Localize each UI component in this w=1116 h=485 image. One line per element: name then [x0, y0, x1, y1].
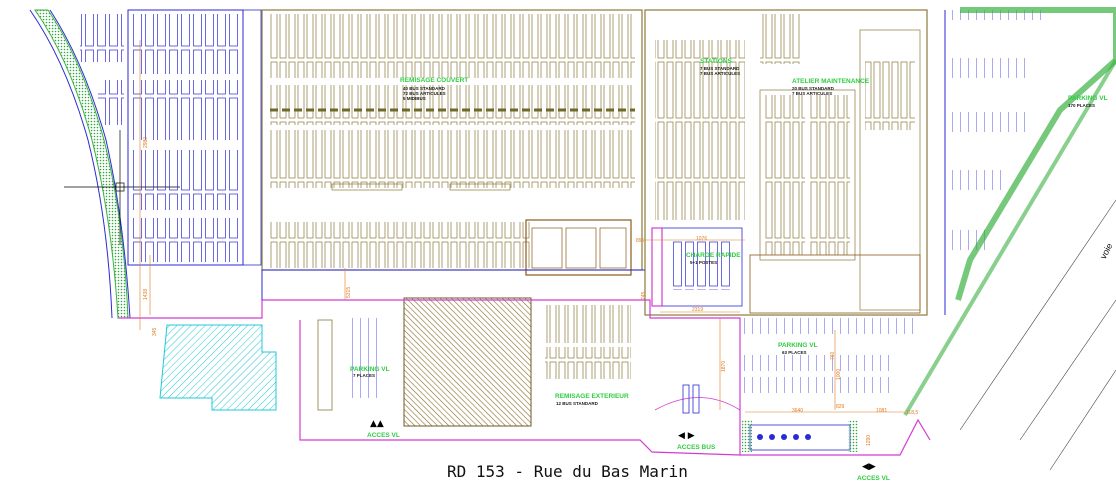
label-atelier: ATELIER MAINTENANCE — [792, 78, 870, 85]
dim-3640: 3640 — [792, 408, 804, 414]
acces-bus-arrows: ◀ ▶ — [678, 431, 695, 441]
charge-rapide-area — [651, 227, 743, 307]
acces-bus-gate — [654, 384, 741, 414]
parking-vl-right-lots — [944, 7, 1116, 315]
voie-lines — [903, 58, 1116, 471]
parking-vl-left-lots — [317, 318, 378, 411]
sublabel-parking-vl-right: 170 PLACES — [1068, 103, 1096, 108]
remisage-exterieur-hatched — [403, 297, 532, 427]
sublabel-remisage-exterieur: 12 BUS STANDARD — [556, 401, 598, 406]
acces-vl-left-arrows: ▲▲ — [370, 419, 384, 429]
label-parking-vl-right: PARKING VL — [1068, 95, 1108, 102]
sublabel-stations-2: 7 BUS ARTICULES — [700, 71, 741, 76]
sublabel-parking-vl-center: 63 PLACES — [782, 350, 807, 355]
dim-1000: 1000 — [836, 368, 842, 380]
sublabel-parking-vl-left: 7 PLACES — [353, 373, 376, 378]
dim-1081: 1081 — [876, 408, 888, 414]
remisage-exterieur-stalls — [545, 305, 631, 379]
dim-1438: 1438 — [143, 288, 149, 300]
sublabel-atelier-2: 7 BUS ARTICULES — [792, 91, 833, 96]
left-bus-blocks — [80, 9, 262, 266]
label-stations: STATIONS — [700, 58, 732, 65]
site-blue-edge — [261, 269, 645, 300]
dimension-lines — [139, 40, 905, 413]
sublabel-remisage-couvert-2: 72 BUS ARTICULES — [403, 91, 446, 96]
cyan-hatched-zone — [159, 324, 277, 411]
sublabel-remisage-couvert-1: 40 BUS STANDARD — [403, 86, 445, 91]
label-parking-vl-left: PARKING VL — [350, 366, 390, 373]
label-acces-vl-left: ACCES VL — [367, 432, 400, 439]
site-boundary — [118, 299, 931, 456]
acces-vl-right-arrows: ◀▶ — [862, 462, 876, 472]
pmr-stalls — [742, 420, 858, 452]
dim-345: 345 — [152, 327, 158, 336]
dim-118: 118,5 — [906, 410, 919, 416]
sublabel-remisage-couvert-3: 5 MIDIBUS — [403, 96, 426, 101]
sublabel-atelier-1: 20 BUS STANDARD — [792, 86, 834, 91]
dim-1290: 1290 — [866, 434, 872, 446]
dim-5315: 5315 — [346, 286, 352, 298]
road-label: RD 153 - Rue du Bas Marin — [447, 462, 688, 481]
dim-829: 829 — [836, 404, 845, 410]
dim-2980: 2980 — [143, 136, 149, 148]
stations-atelier-building — [644, 9, 928, 316]
dim-1870: 1870 — [721, 360, 727, 372]
label-remisage-couvert: REMISAGE COUVERT — [400, 77, 469, 84]
label-charge-rapide: CHARGE RAPIDE — [686, 252, 741, 259]
dim-1076: 1076 — [696, 236, 708, 242]
sublabel-stations-1: 7 BUS STANDARD — [700, 66, 740, 71]
sublabel-charge-rapide: 5+1 POSTES — [690, 260, 718, 265]
label-parking-vl-center: PARKING VL — [778, 342, 818, 349]
dim-760: 760 — [830, 351, 836, 360]
dim-745: 745 — [641, 291, 647, 300]
annex-buildings — [525, 219, 632, 276]
label-acces-bus: ACCES BUS — [677, 444, 716, 451]
remisage-couvert-building — [261, 9, 643, 271]
parking-vl-center-lots — [740, 318, 920, 393]
dim-2319: 2319 — [692, 307, 704, 313]
label-remisage-exterieur: REMISAGE EXTERIEUR — [555, 393, 629, 400]
dim-895: 895 — [636, 238, 645, 244]
label-acces-vl-right: ACCES VL — [857, 475, 890, 482]
